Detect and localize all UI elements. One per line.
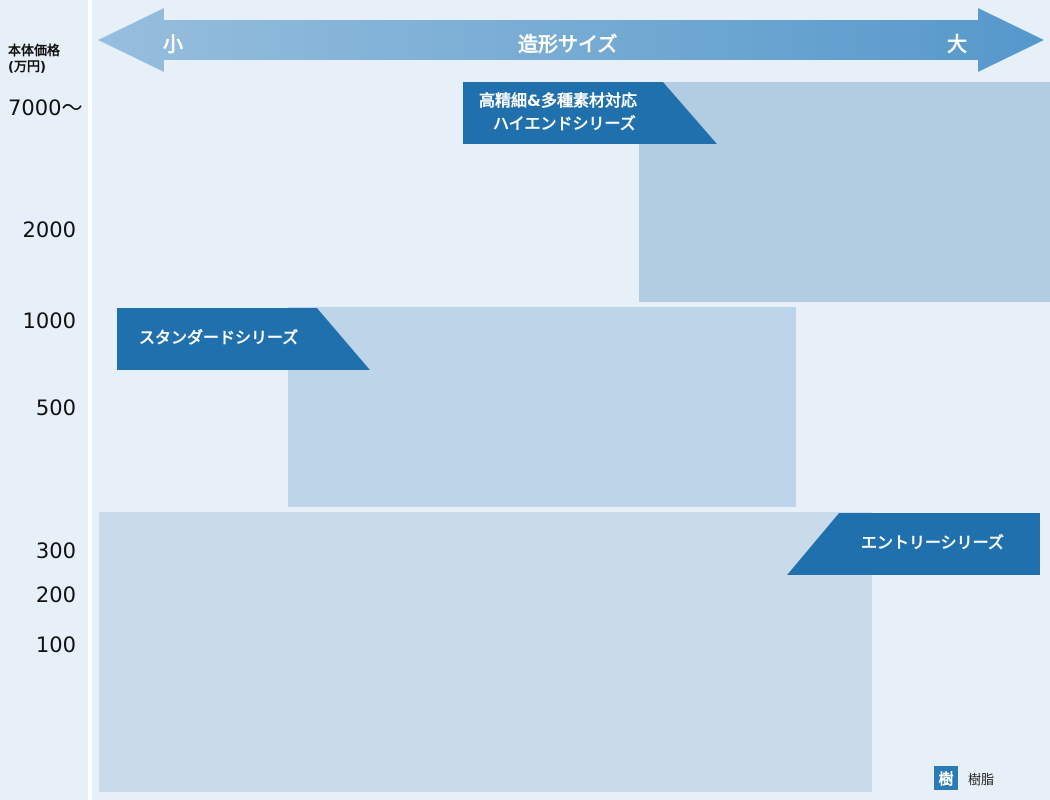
- resin-legend-icon: 樹: [934, 766, 958, 790]
- entry-series-region: [99, 512, 872, 792]
- standard-tag-label: スタンダードシリーズ: [139, 328, 299, 347]
- entry-series-tag: エントリーシリーズ: [787, 513, 1040, 575]
- size-arrow-shape: [98, 8, 1044, 72]
- standard-tag-shape: [117, 308, 370, 370]
- axis-divider: [88, 0, 92, 800]
- entry-tag-shape: [787, 513, 1040, 575]
- y-axis-title-line1: 本体価格: [8, 44, 61, 59]
- y-axis-panel: 本体価格 (万円) 7000〜 2000 1000 500 300 200 10…: [0, 0, 88, 800]
- y-axis-title-line2: (万円): [8, 60, 46, 75]
- size-axis-title: 造形サイズ: [518, 32, 618, 56]
- size-large-label: 大: [947, 32, 967, 56]
- high-end-series-tag: 高精細&多種素材対応 ハイエンドシリーズ: [463, 82, 717, 144]
- standard-series-region: [288, 307, 796, 507]
- y-tick-500: 500: [35, 396, 76, 420]
- high-end-tag-line2: ハイエンドシリーズ: [493, 114, 636, 133]
- y-axis-title: 本体価格 (万円): [8, 44, 60, 76]
- y-tick-2000: 2000: [22, 218, 76, 242]
- size-small-label: 小: [163, 32, 183, 56]
- y-tick-1000: 1000: [22, 309, 76, 333]
- high-end-tag-line1: 高精細&多種素材対応: [479, 91, 637, 110]
- y-tick-100: 100: [35, 633, 76, 657]
- y-tick-300: 300: [35, 539, 76, 563]
- resin-legend-label: 樹脂: [968, 772, 995, 788]
- legend: 樹 樹脂: [934, 766, 994, 790]
- y-tick-200: 200: [35, 583, 76, 607]
- entry-tag-label: エントリーシリーズ: [861, 533, 1004, 552]
- high-end-tag-shape: [463, 82, 717, 144]
- y-tick-7000: 7000〜: [8, 96, 83, 120]
- standard-series-tag: スタンダードシリーズ: [117, 308, 370, 370]
- high-end-series-region: [639, 82, 1050, 302]
- size-double-arrow: [98, 8, 1044, 72]
